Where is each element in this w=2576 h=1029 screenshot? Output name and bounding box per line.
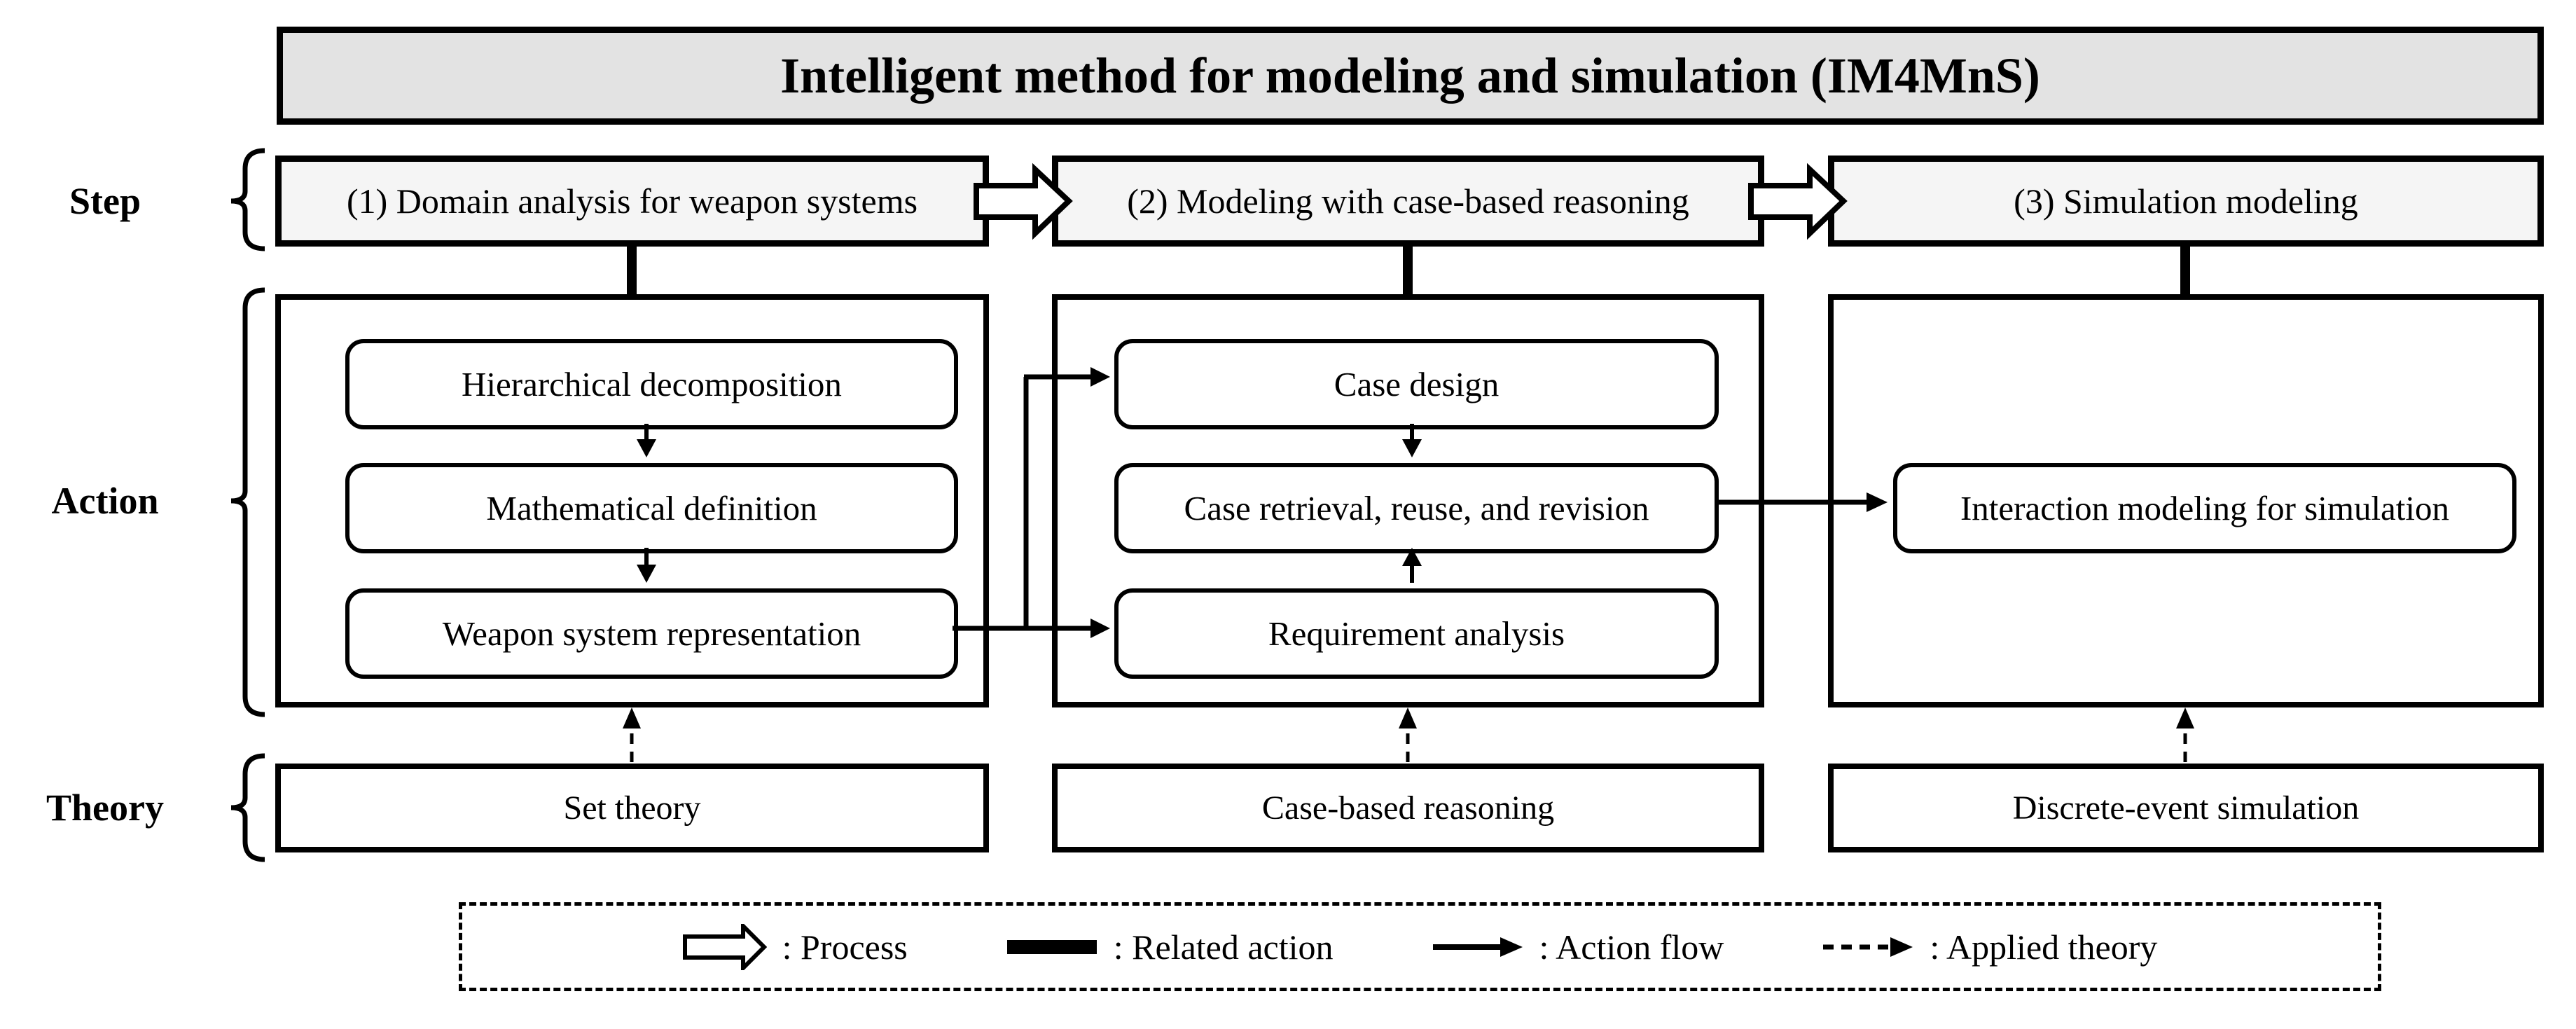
action-box-mathematical-definition: Mathematical definition	[345, 463, 958, 553]
action-container-1: Hierarchical decomposition Mathematical …	[275, 294, 989, 707]
theory-box-discrete-event-simulation: Discrete-event simulation	[1828, 764, 2544, 852]
applied-theory-arrow-icon	[1823, 937, 1913, 957]
diagram-title-bar: Intelligent method for modeling and simu…	[277, 27, 2544, 125]
diagram-title: Intelligent method for modeling and simu…	[780, 47, 2040, 104]
action-container-2: Case design Case retrieval, reuse, and r…	[1052, 294, 1764, 707]
process-arrow-icon	[682, 923, 767, 970]
applied-theory-arrowhead-1	[623, 707, 641, 728]
step-brace	[230, 148, 265, 251]
action-box-hierarchical-decomposition: Hierarchical decomposition	[345, 339, 958, 429]
action-flow-arrow-icon	[1432, 937, 1523, 957]
action-brace	[230, 287, 265, 717]
related-action-connector-2	[1403, 245, 1413, 297]
legend-item-action-flow: : Action flow	[1432, 924, 1724, 970]
action-box-weapon-system-representation: Weapon system representation	[345, 588, 958, 679]
legend-box: : Process : Related action : Action flow…	[459, 902, 2381, 991]
action-box-case-retrieval-reuse-revision: Case retrieval, reuse, and revision	[1114, 463, 1719, 553]
related-action-line-icon	[1006, 939, 1097, 954]
row-label-theory: Theory	[46, 787, 164, 829]
applied-theory-arrowhead-3	[2176, 707, 2194, 728]
theory-box-set-theory: Set theory	[275, 764, 989, 852]
action-box-interaction-modeling: Interaction modeling for simulation	[1893, 463, 2516, 553]
step-box-domain-analysis: (1) Domain analysis for weapon systems	[275, 156, 989, 247]
action-box-case-design: Case design	[1114, 339, 1719, 429]
step-box-simulation-modeling: (3) Simulation modeling	[1828, 156, 2544, 247]
action-container-3: Interaction modeling for simulation	[1828, 294, 2544, 707]
theory-brace	[230, 753, 265, 862]
row-label-action: Action	[51, 480, 159, 522]
row-label-step: Step	[69, 180, 141, 222]
applied-theory-arrowhead-2	[1399, 707, 1417, 728]
related-action-connector-3	[2180, 245, 2190, 297]
legend-item-applied-theory: : Applied theory	[1822, 924, 2157, 970]
step-box-cbr-modeling: (2) Modeling with case-based reasoning	[1052, 156, 1764, 247]
legend-item-process: : Process	[682, 923, 908, 970]
theory-box-case-based-reasoning: Case-based reasoning	[1052, 764, 1764, 852]
action-box-requirement-analysis: Requirement analysis	[1114, 588, 1719, 679]
related-action-connector-1	[627, 245, 637, 297]
legend-item-related-action: : Related action	[1006, 924, 1334, 970]
